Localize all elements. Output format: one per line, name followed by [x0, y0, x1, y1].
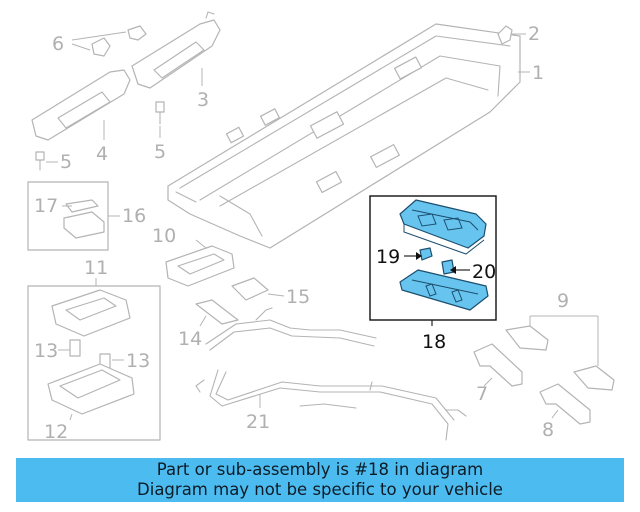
callout-18: 18: [422, 331, 446, 353]
callout-11: 11: [84, 257, 108, 279]
callout-12: 12: [44, 421, 68, 443]
sun-visor-part-4: [31, 69, 131, 141]
callout-15: 15: [286, 286, 310, 308]
bulb-part-19: [404, 247, 433, 261]
headliner-part: [167, 23, 530, 249]
sun-visor-part-3: [131, 11, 221, 89]
wire-harness-part-21: [195, 307, 467, 441]
callout-14: 14: [178, 328, 202, 350]
clip-part-2: [497, 25, 526, 45]
lamp-housing-part-10: [165, 239, 235, 287]
callout-4: 4: [96, 143, 108, 165]
callout-19: 19: [376, 246, 400, 268]
group-box-18: [369, 195, 497, 321]
strip-part-14: [195, 299, 239, 327]
callout-7: 7: [476, 383, 488, 405]
callout-1: 1: [532, 62, 544, 84]
grab-handle-part-7: [473, 343, 523, 387]
bracket-part-9: [505, 315, 615, 391]
callout-8: 8: [542, 419, 554, 441]
callout-3: 3: [197, 89, 209, 111]
callout-10: 10: [152, 225, 176, 247]
highlighted-group-18: [369, 195, 497, 326]
callout-13-left: 13: [34, 340, 58, 362]
lens-part-15: [231, 277, 285, 301]
lens-cover-part-18: [399, 269, 489, 311]
callout-5-upper: 5: [154, 141, 166, 163]
banner-line-2: Diagram may not be specific to your vehi…: [137, 480, 503, 499]
socket-part-20: [441, 259, 470, 275]
map-lamp-assembly-part-18: [399, 199, 487, 255]
callout-6: 6: [52, 33, 64, 55]
grab-handle-part-8: [539, 383, 591, 425]
callout-17: 17: [34, 195, 58, 217]
callout-5-lower: 5: [60, 151, 72, 173]
screw-part-5b: [35, 151, 58, 171]
callout-2: 2: [528, 23, 540, 45]
callout-20: 20: [472, 261, 496, 283]
group-box-11: [27, 278, 161, 441]
callout-9: 9: [557, 290, 569, 312]
visor-holder-part-6: [71, 25, 147, 57]
banner-line-1: Part or sub-assembly is #18 in diagram: [156, 460, 484, 479]
group-box-16: [27, 181, 120, 251]
callout-16: 16: [122, 205, 146, 227]
info-banner: Part or sub-assembly is #18 in diagram D…: [16, 458, 624, 502]
callout-21: 21: [246, 411, 270, 433]
screw-part-5a: [155, 101, 165, 138]
callout-13-right: 13: [126, 350, 150, 372]
